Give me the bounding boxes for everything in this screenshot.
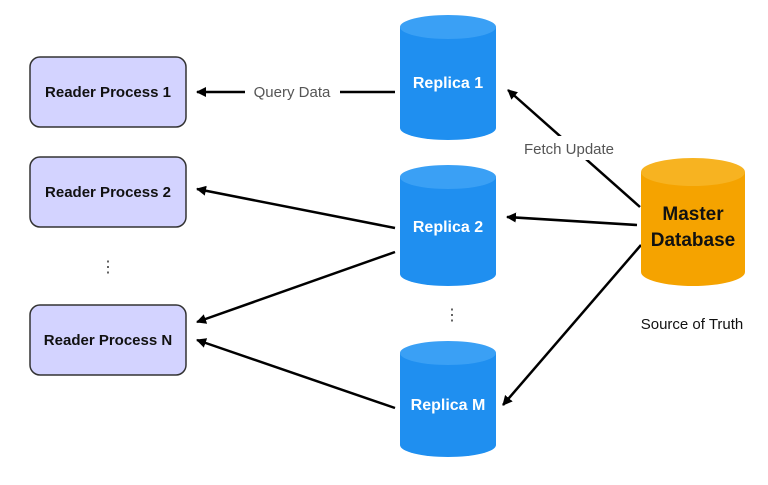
reader-label: Reader Process N (44, 332, 172, 349)
replica-m: Replica M (400, 341, 496, 457)
reader-process-n: Reader Process N (29, 304, 187, 376)
edge-replicaM-to-readerN (196, 338, 396, 410)
edge-replica2-to-readerN (196, 250, 396, 324)
edge-label-fetch-bg (512, 136, 624, 160)
reader-process-1: Reader Process 1 (29, 56, 187, 128)
master-database: Master Database (641, 158, 745, 286)
reader-label: Reader Process 2 (45, 184, 171, 201)
replica-ellipsis: ⋮ (444, 307, 460, 324)
edge-master-to-replicaM (502, 244, 642, 406)
edge-replica2-to-reader2 (196, 185, 396, 230)
edge-master-to-replica2 (506, 212, 638, 227)
master-label-line1: Master (662, 204, 724, 225)
reader-ellipsis: ⋮ (100, 259, 116, 276)
reader-label: Reader Process 1 (45, 84, 171, 101)
replica-1: Replica 1 (400, 15, 496, 140)
replica-label: Replica M (411, 397, 486, 414)
reader-process-2: Reader Process 2 (29, 156, 187, 228)
master-caption: Source of Truth (641, 316, 744, 333)
replica-label: Replica 1 (413, 75, 483, 92)
replica-2: Replica 2 (400, 165, 496, 286)
master-label-line2: Database (651, 230, 736, 251)
edge-label-query: Query Data (254, 84, 331, 101)
edge-label-fetch: Fetch Update (524, 141, 614, 158)
replica-label: Replica 2 (413, 219, 483, 236)
